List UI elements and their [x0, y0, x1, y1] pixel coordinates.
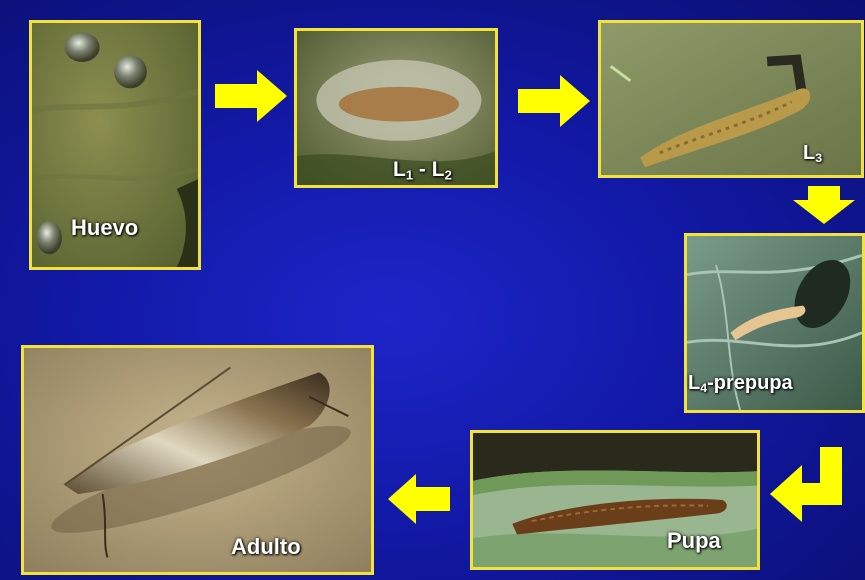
- l2-subscript: 2: [445, 167, 452, 182]
- huevo-label: Huevo: [71, 215, 138, 241]
- l3-letter: L: [803, 142, 815, 164]
- down-arrow-icon: [793, 186, 855, 224]
- pupa-label: Pupa: [667, 528, 721, 554]
- l3-subscript: 3: [815, 151, 822, 165]
- prepupa-text: -prepupa: [707, 372, 793, 394]
- l4-prepupa-label: L4-prepupa: [688, 372, 793, 395]
- adulto-label: Adulto: [231, 534, 301, 560]
- stage-adulto-photo: [21, 345, 374, 575]
- l1-subscript: 1: [406, 167, 413, 182]
- l1-letter: L: [393, 158, 406, 181]
- bent-left-arrow-icon: [770, 447, 850, 522]
- right-arrow-icon: [215, 70, 287, 122]
- left-arrow-icon: [388, 474, 450, 524]
- right-arrow-icon: [518, 75, 590, 127]
- l3-label: L3: [803, 142, 822, 165]
- l4-letter: L: [688, 372, 700, 394]
- l1-l2-label: L1 - L2: [393, 158, 452, 182]
- l2-letter: - L: [413, 158, 445, 181]
- stage-l3-photo: [598, 20, 864, 178]
